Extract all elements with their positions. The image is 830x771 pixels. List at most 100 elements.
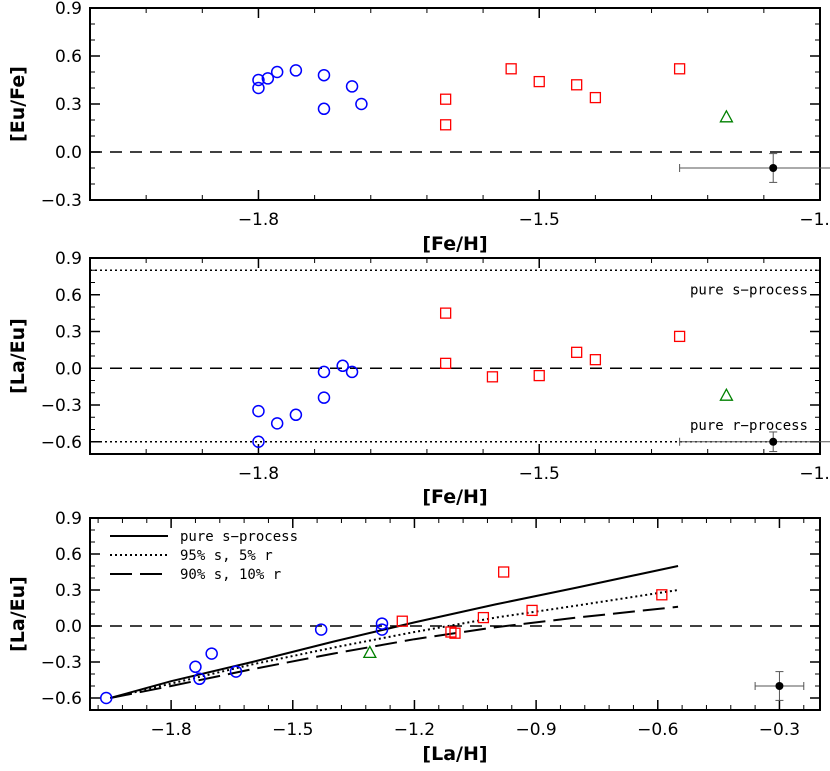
y-tick-label: 0.9 <box>55 509 82 529</box>
y-tick-label: 0.6 <box>55 47 82 67</box>
y-tick-label: 0.0 <box>55 143 82 163</box>
data-point-square <box>589 354 602 366</box>
x-axis-title: [Fe/H] <box>422 486 487 508</box>
data-point-square <box>673 330 686 343</box>
data-point-circle <box>252 81 265 95</box>
data-point-circle <box>261 72 275 85</box>
data-point-circle <box>317 365 331 379</box>
x-tick-label: −1.2 <box>799 210 830 230</box>
y-tick-label: −0.3 <box>41 191 82 211</box>
y-tick-label: 0.0 <box>55 359 82 379</box>
data-point-square <box>589 91 602 104</box>
y-tick-label: −0.6 <box>41 433 82 453</box>
panel-3: −1.8 −1.5 −1.2 −0.9 −0.6 −0.3 −0.6 −0.3 0.0 0.3 0.… <box>7 509 821 765</box>
data-point-square <box>445 626 457 638</box>
data-point-circle <box>270 417 284 430</box>
data-point-circle <box>317 391 331 404</box>
data-point-circle <box>345 365 359 379</box>
x-tick-label: −1.8 <box>150 720 191 740</box>
data-point-square <box>571 79 583 91</box>
data-point-square <box>396 615 408 627</box>
y-tick-label: −0.3 <box>41 653 82 673</box>
x-tick-label: −1.5 <box>272 720 313 740</box>
y-tick-label: 0.9 <box>55 0 82 19</box>
data-point-triangle <box>362 645 377 659</box>
annotation-label: pure r−process <box>690 418 808 434</box>
plot-frame <box>89 7 821 201</box>
error-bar-point <box>769 437 778 446</box>
x-tick-label: −0.6 <box>637 720 678 740</box>
data-point-circle <box>289 64 303 77</box>
data-point-square <box>673 63 686 75</box>
data-point-square <box>571 346 583 358</box>
model-curve-solid <box>110 565 679 699</box>
data-point-circle <box>375 623 389 636</box>
y-tick-label: 0.3 <box>55 323 82 343</box>
data-point-triangle <box>719 109 734 123</box>
data-point-square <box>656 589 668 601</box>
y-tick-label: 0.6 <box>55 286 82 306</box>
data-point-square <box>439 93 452 105</box>
annotation-label: pure s−process <box>690 282 808 298</box>
x-tick-label: −1.8 <box>238 464 279 484</box>
data-point-square <box>439 357 452 370</box>
data-point-circle <box>99 691 113 705</box>
data-point-circle <box>345 80 359 93</box>
data-point-circle <box>317 68 331 82</box>
y-axis-title: [La/Eu] <box>7 318 29 394</box>
data-point-square <box>505 63 517 75</box>
y-tick-label: −0.6 <box>41 689 82 709</box>
data-point-square <box>477 611 490 624</box>
data-point-circle <box>375 617 389 630</box>
data-point-circle <box>336 359 349 373</box>
model-curve-dotted <box>110 589 679 699</box>
x-tick-label: −1.8 <box>238 210 279 230</box>
x-tick-label: −1.2 <box>799 464 830 484</box>
y-tick-label: 0.9 <box>55 249 82 269</box>
error-bar-point <box>775 682 784 690</box>
legend-label: 90% s, 10% r <box>180 567 281 583</box>
data-point-circle <box>314 623 328 636</box>
y-tick-label: −0.3 <box>41 396 82 416</box>
data-point-triangle <box>719 387 734 401</box>
panel-2: −1.8 −1.5 −1.2 −0.6 −0.3 0.0 0.3 0.6 0.9 [Fe/H] [L… <box>7 249 830 508</box>
data-point-circle <box>252 404 265 418</box>
y-tick-label: 0.3 <box>55 95 82 115</box>
y-axis-title: [Eu/Fe] <box>7 66 29 142</box>
y-tick-label: 0.0 <box>55 617 82 637</box>
x-tick-label: −1.5 <box>519 210 560 230</box>
legend-label: pure s−process <box>180 529 298 545</box>
y-tick-label: 0.3 <box>55 581 82 601</box>
data-point-circle <box>229 665 243 678</box>
data-point-square <box>498 566 510 578</box>
y-axis-title: [La/Eu] <box>7 576 29 652</box>
data-point-square <box>439 119 452 131</box>
x-axis-title: [La/H] <box>422 743 487 765</box>
x-tick-label: −1.5 <box>519 464 560 484</box>
data-point-circle <box>189 660 202 674</box>
data-point-circle <box>289 408 303 422</box>
legend-label: 95% s, 5% r <box>180 548 273 564</box>
data-point-square <box>439 307 452 319</box>
data-point-square <box>533 369 545 382</box>
data-point-circle <box>270 65 284 79</box>
x-tick-label: −0.9 <box>515 720 556 740</box>
x-tick-label: −1.2 <box>394 720 435 740</box>
model-curve-longdash <box>110 605 679 699</box>
data-point-square <box>526 604 538 617</box>
data-point-circle <box>252 435 265 448</box>
panel-1: −1.8 −1.5 −1.2 −0.3 0.0 0.3 0.6 0.9 [Fe/H] [Eu/Fe… <box>7 0 830 255</box>
data-point-square <box>449 627 461 639</box>
x-tick-label: −0.3 <box>759 720 800 740</box>
data-point-circle <box>252 73 265 87</box>
data-point-square <box>533 75 545 88</box>
y-tick-label: 0.6 <box>55 545 82 565</box>
data-point-circle <box>317 102 331 116</box>
x-axis-title: [Fe/H] <box>422 233 487 255</box>
error-bar-point <box>769 164 778 172</box>
data-point-circle <box>205 647 218 660</box>
data-point-square <box>486 371 499 383</box>
data-point-circle <box>355 97 368 111</box>
data-point-circle <box>193 672 206 686</box>
